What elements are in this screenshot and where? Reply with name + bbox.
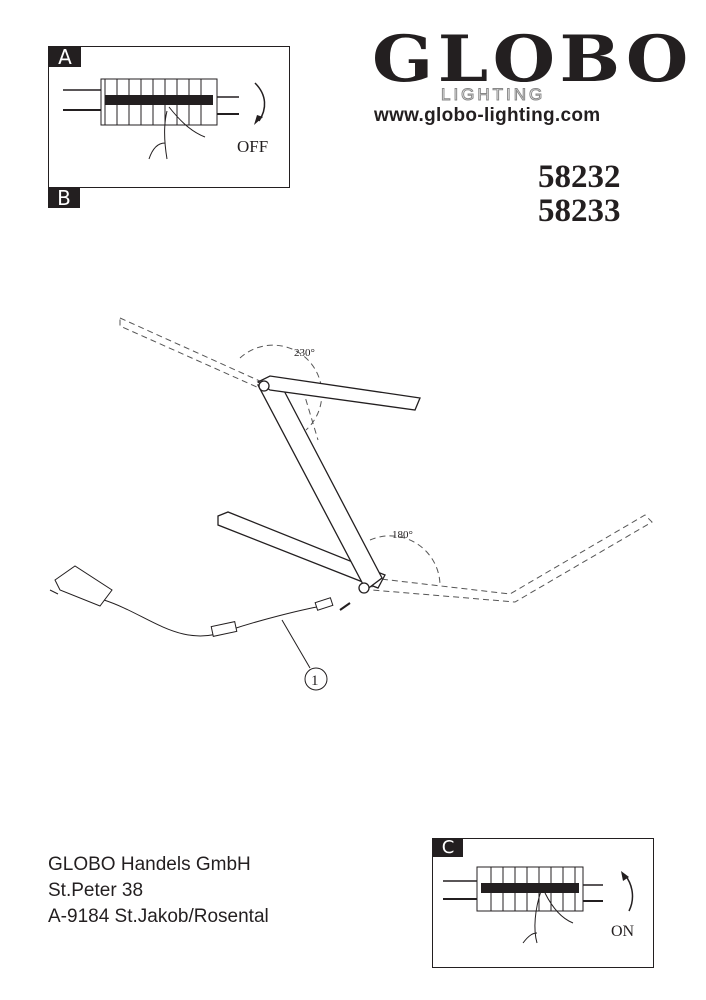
panel-c-switch-on: C ON [432, 838, 654, 968]
callout-number: 1 [311, 673, 319, 689]
globo-logo: GLOBO [372, 22, 693, 97]
company-street: St.Peter 38 [48, 880, 144, 901]
callout-circle [304, 667, 328, 691]
down-arrow-icon [254, 82, 266, 122]
circuit-breaker-on-illustration [443, 866, 634, 944]
dashed-arm-position [119, 317, 270, 394]
up-arrow-icon [624, 874, 634, 912]
lighting-logo: LIGHTING [440, 85, 546, 104]
panel-b-tag: B [48, 188, 80, 208]
company-city: A-9184 St.Jakob/Rosental [48, 906, 269, 927]
on-label: ON [611, 923, 635, 940]
website-url: www.globo-lighting.com [374, 105, 601, 126]
company-name: GLOBO Handels GmbH [48, 854, 251, 875]
model-number: 58232 [538, 159, 621, 195]
angle-180-label: 180° [392, 529, 413, 541]
off-label: OFF [237, 137, 269, 156]
dashed-base-position [371, 514, 653, 603]
panel-c-tag: C [433, 839, 463, 857]
panel-a-switch-off: A OFF [48, 46, 290, 188]
angle-230-label: 230° [294, 347, 315, 359]
lamp-base [217, 511, 386, 589]
power-adapter [49, 565, 351, 691]
panel-a-tag: A [49, 47, 81, 67]
model-number: 58233 [538, 193, 621, 229]
circuit-breaker-off-illustration [63, 78, 266, 160]
lamp-diagram: 230° 180° 1 [49, 317, 653, 691]
